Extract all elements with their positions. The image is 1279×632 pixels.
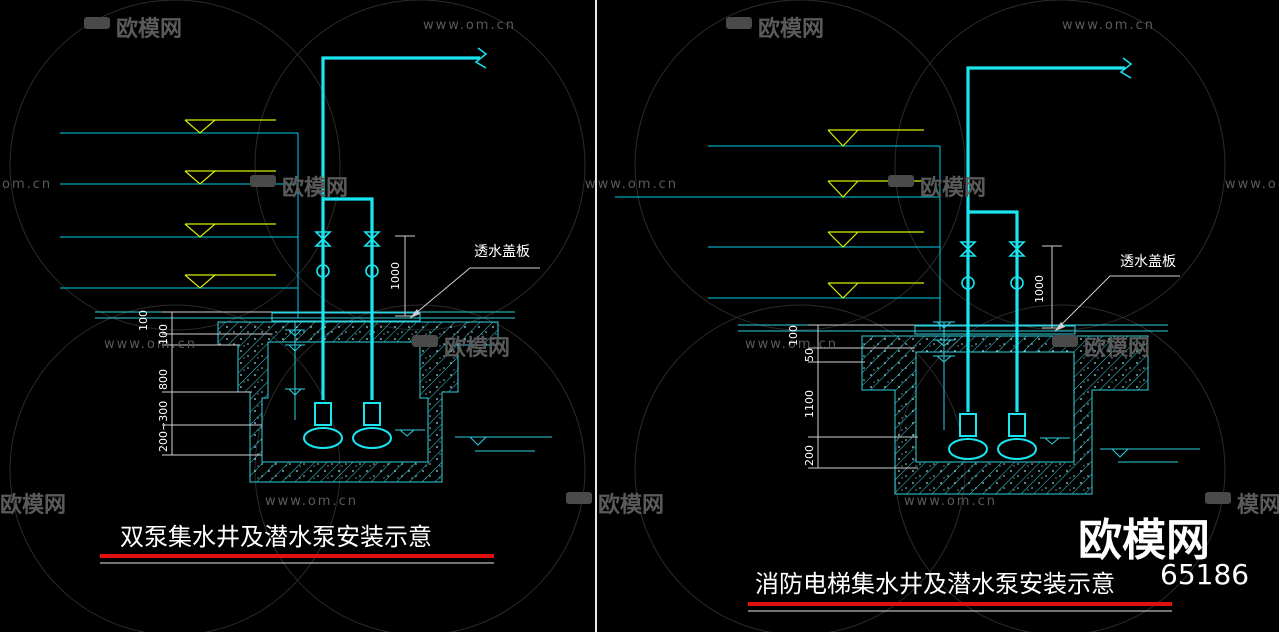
- dim-label: 100: [137, 310, 150, 331]
- dim-label: 100: [787, 325, 800, 346]
- cover-plate-label: 透水盖板: [474, 244, 530, 260]
- dim-label: 200: [803, 445, 816, 466]
- left-sump-detail: [60, 47, 552, 564]
- right-sump-detail: [615, 57, 1200, 612]
- dim-valve-height: 1000: [389, 262, 402, 290]
- right-sump-walls: [861, 325, 1149, 495]
- cover-plate-label: 透水盖板: [1120, 254, 1176, 270]
- brand-id: 65186: [1160, 558, 1250, 591]
- left-panel-title: 双泵集水井及潜水泵安装示意: [120, 523, 432, 551]
- brand-logo-text: 欧模网: [1078, 515, 1210, 566]
- dim-label: 50: [803, 348, 816, 362]
- left-sump-walls: [217, 312, 499, 483]
- dim-label: 200~300: [157, 400, 170, 452]
- dim-label: 800: [157, 369, 170, 390]
- watermark-logo-marks: [84, 17, 1231, 504]
- dim-label: 100: [157, 324, 170, 345]
- right-panel-title: 消防电梯集水井及潜水泵安装示意: [755, 570, 1115, 598]
- dim-valve-height: 1000: [1033, 275, 1046, 303]
- dim-label: 1100: [803, 390, 816, 418]
